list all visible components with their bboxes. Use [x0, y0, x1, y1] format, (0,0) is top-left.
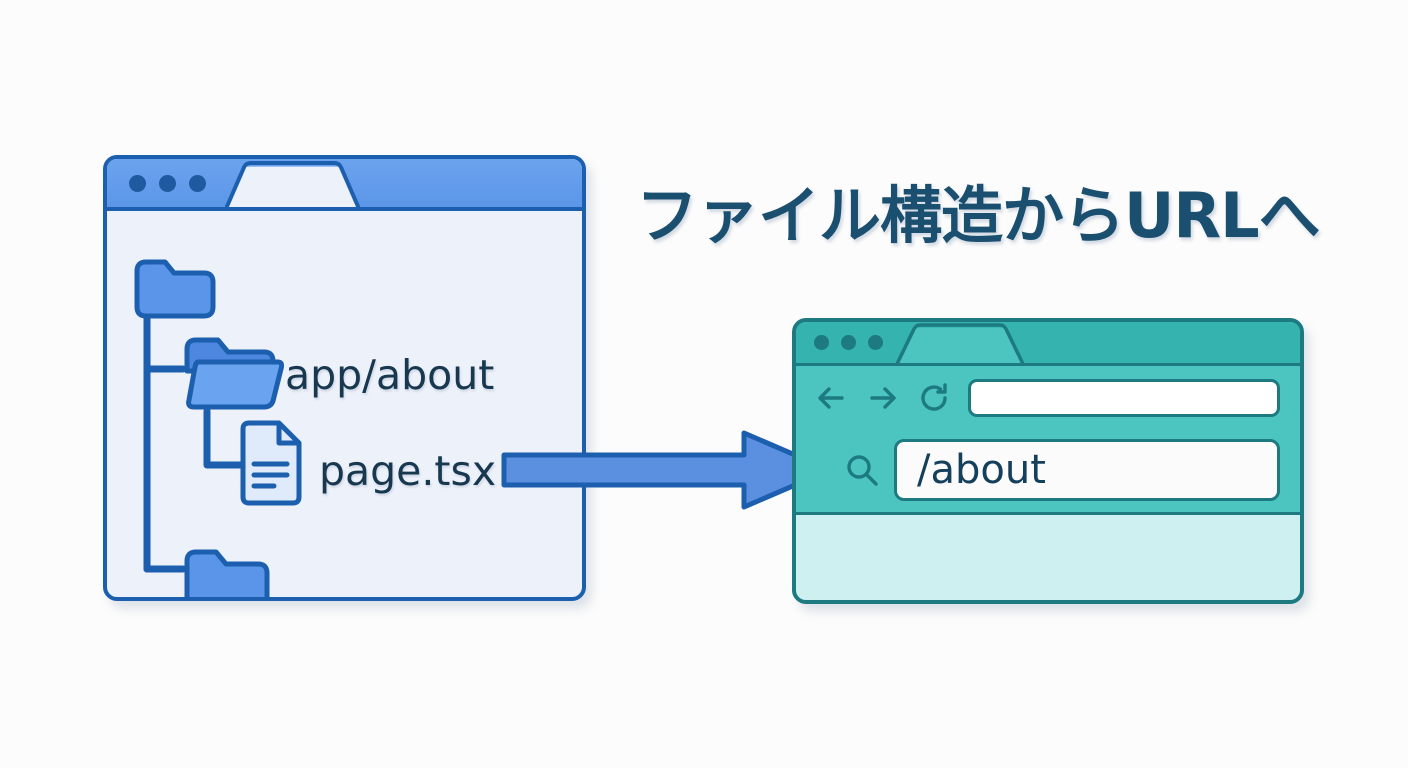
page-title: ファイル構造からURLへ [636, 179, 1321, 252]
browser-traffic-lights [814, 335, 883, 350]
file-document-icon [240, 420, 302, 506]
browser-titlebar [796, 322, 1300, 366]
folder-closed-icon [184, 549, 270, 597]
folder-open-icon [184, 337, 285, 410]
close-dot-icon[interactable] [814, 335, 829, 350]
minimize-dot-icon[interactable] [159, 174, 176, 192]
file-window-titlebar [107, 159, 582, 211]
reload-icon[interactable] [918, 381, 952, 415]
tree-node-app-about-label: app/about [285, 351, 495, 399]
file-window-tab-outline [225, 161, 360, 211]
tree-node-app-about[interactable] [182, 331, 287, 418]
browser-url-text: /about [917, 447, 1046, 493]
search-icon[interactable] [844, 452, 880, 488]
tree-node-page-tsx[interactable] [235, 419, 307, 512]
browser-window[interactable]: /about [792, 318, 1304, 604]
browser-url-bar[interactable]: /about [894, 439, 1280, 501]
arrow-left-icon[interactable] [814, 381, 848, 415]
browser-blank-field[interactable] [968, 379, 1280, 417]
arrow-right-icon[interactable] [866, 381, 900, 415]
tree-connector-lines [143, 313, 245, 573]
browser-page-content [796, 512, 1300, 600]
tree-node-page-tsx-label: page.tsx [319, 447, 497, 495]
browser-search-row: /about [796, 430, 1300, 510]
tree-node-sibling-folder[interactable] [182, 541, 272, 597]
file-tree: app/about page.tsx [107, 211, 582, 597]
file-explorer-window[interactable]: app/about page.tsx [103, 155, 586, 601]
flow-arrow [501, 430, 833, 510]
browser-tab[interactable] [896, 327, 1024, 363]
browser-nav-row [796, 366, 1300, 430]
close-dot-icon[interactable] [129, 174, 146, 192]
browser-tab-outline [896, 323, 1024, 366]
tree-node-root-folder[interactable] [132, 249, 218, 326]
maximize-dot-icon[interactable] [189, 174, 206, 192]
folder-closed-icon [134, 259, 216, 319]
maximize-dot-icon[interactable] [868, 335, 883, 350]
minimize-dot-icon[interactable] [841, 335, 856, 350]
file-window-traffic-lights [129, 174, 206, 192]
browser-nav-icons [814, 381, 952, 415]
